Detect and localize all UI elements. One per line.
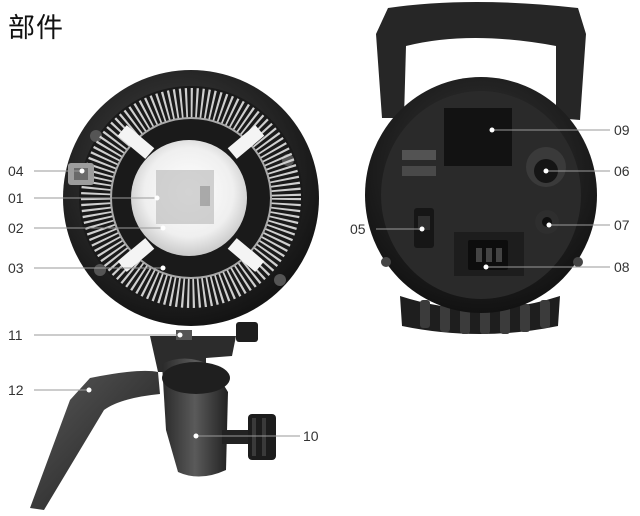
label-03: 03 [8, 260, 24, 276]
label-05: 05 [350, 221, 366, 237]
leader-lines [34, 129, 610, 437]
knob-shaft [222, 430, 252, 444]
label-04: 04 [8, 163, 24, 179]
page-title: 部件 [8, 13, 64, 44]
label-12: 12 [8, 382, 24, 398]
label-07: 07 [614, 217, 630, 233]
label-01: 01 [8, 190, 24, 206]
handle [30, 370, 160, 510]
umbrella-holder [176, 330, 192, 340]
label-11: 11 [8, 327, 23, 343]
label-06: 06 [614, 163, 630, 179]
label-02: 02 [8, 220, 24, 236]
label-09: 09 [614, 122, 630, 138]
front-view [30, 70, 319, 510]
label-08: 08 [614, 259, 630, 275]
yoke-top [162, 362, 230, 394]
back-view [365, 2, 597, 334]
reflector-arms [117, 125, 265, 272]
carry-handle [376, 2, 586, 120]
leader-dots [79, 127, 552, 439]
lock-knob [236, 322, 258, 342]
lcd-screen [444, 108, 512, 166]
label-10: 10 [303, 428, 319, 444]
